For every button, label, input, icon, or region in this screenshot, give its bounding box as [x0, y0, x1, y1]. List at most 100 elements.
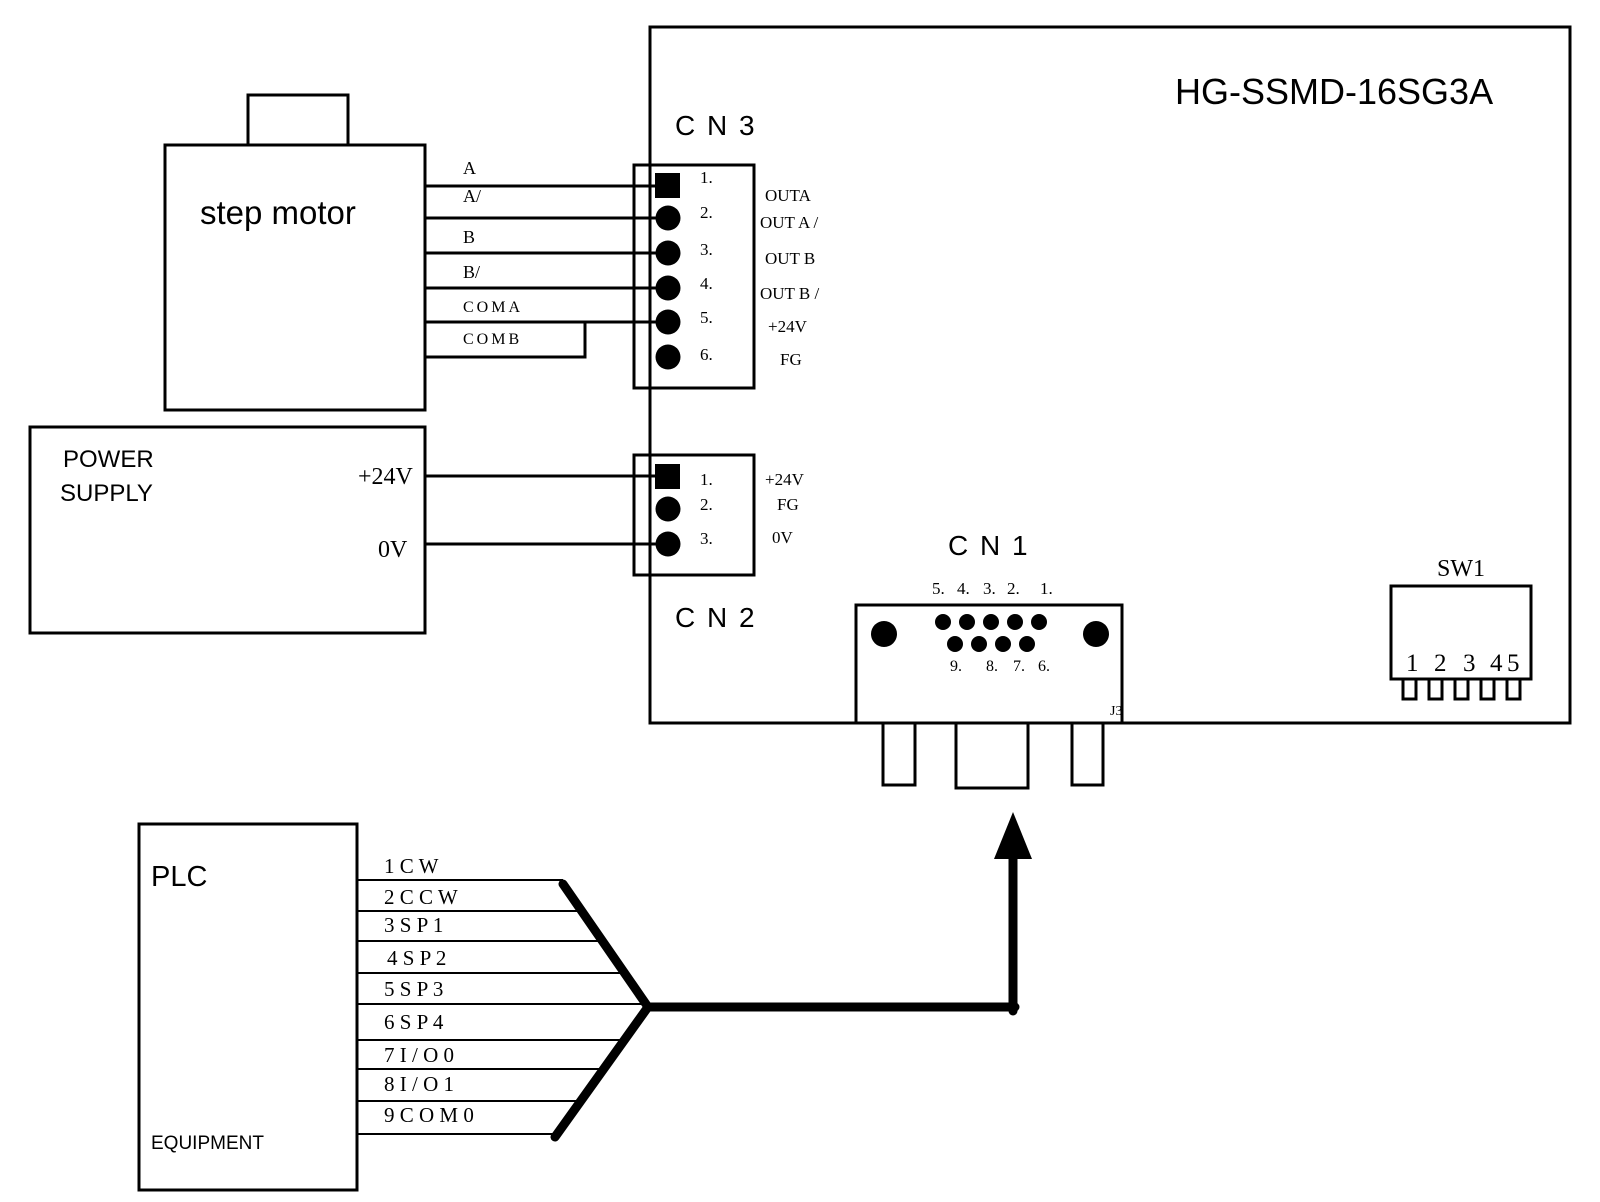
- sw1-toggle-2: [1427, 677, 1444, 701]
- cn1-mount-hole-right: [1083, 621, 1109, 647]
- cn1-center-shell: [954, 723, 1030, 790]
- cn2-title: C N 2: [675, 602, 757, 633]
- plc-equipment: PLC EQUIPMENT 1 C W 2 C C W 3 S P 1 4 S …: [137, 822, 648, 1192]
- cn1-title: C N 1: [948, 530, 1030, 561]
- motor-label: step motor: [200, 194, 356, 231]
- power-supply-plus-label: +24V: [358, 464, 414, 490]
- sw1-switch: SW1 1 2 3 4 5: [1389, 556, 1533, 701]
- step-motor: step motor: [163, 93, 427, 412]
- bundle-upper-leg: [558, 879, 653, 1012]
- cn1-pin-3-dot: [983, 614, 999, 630]
- cn1-pin-9-dot: [947, 636, 963, 652]
- sw1-toggle-5: [1505, 677, 1522, 701]
- motor-wire-label-comb: COMB: [463, 331, 522, 348]
- cn1-connector: C N 1 5. 4. 3. 2. 1. 9. 8. 7. 6. J3: [854, 530, 1124, 790]
- cn1-pin-4-number: 4.: [957, 579, 970, 598]
- power-supply-box: [28, 425, 427, 635]
- sw1-toggle-1: [1401, 677, 1418, 701]
- cn3-pin-6-dot: [655, 344, 681, 370]
- cn3-signal-fg: FG: [780, 350, 802, 369]
- power-supply: POWER SUPPLY +24V 0V: [28, 425, 668, 635]
- motor-wire-label-coma: COMA: [463, 299, 523, 316]
- plc-signal-6: 6 S P 4: [384, 1010, 444, 1034]
- cn1-pin-6-dot: [1019, 636, 1035, 652]
- motor-wire-label-a-bar: A/: [463, 186, 481, 206]
- cn3-pin-5-dot: [655, 309, 681, 335]
- cn1-pin-7-dot: [995, 636, 1011, 652]
- cn3-signal-24v: +24V: [768, 317, 808, 336]
- wire-comb: [425, 322, 587, 359]
- sw1-position-2: 2: [1434, 650, 1447, 677]
- plc-signal-9: 9 C O M 0: [384, 1103, 474, 1127]
- cn3-pin-5-number: 5.: [700, 308, 713, 327]
- motor-body: [163, 143, 427, 412]
- plc-box: [137, 822, 359, 1192]
- cn1-housing: [854, 603, 1124, 725]
- cn3-signal-outa: OUTA: [765, 186, 812, 205]
- board-model-label: HG-SSMD-16SG3A: [1175, 71, 1493, 112]
- cn1-pin-4-dot: [959, 614, 975, 630]
- cn3-title: C N 3: [675, 110, 757, 141]
- cn3-pin-6-number: 6.: [700, 345, 713, 364]
- cn1-pin-5-dot: [935, 614, 951, 630]
- board-outline: [648, 25, 1572, 725]
- cn3-pin-4-dot: [655, 275, 681, 301]
- cn2-housing: [632, 453, 756, 577]
- cn3-signal-outa-bar: OUT A /: [760, 213, 819, 232]
- cn1-pin-8-dot: [971, 636, 987, 652]
- motor-wire-label-b-bar: B/: [463, 262, 480, 282]
- cn2-pin-2-number: 2.: [700, 495, 713, 514]
- power-supply-zero-label: 0V: [378, 537, 408, 563]
- cn3-pin-4-number: 4.: [700, 274, 713, 293]
- cn1-pin-5-number: 5.: [932, 579, 945, 598]
- cn3-pin-1-number: 1.: [700, 168, 713, 187]
- plc-signal-8: 8 I / O 1: [384, 1072, 454, 1096]
- sw1-position-5: 5: [1507, 650, 1520, 677]
- plc-signal-1: 1 C W: [384, 854, 439, 878]
- cn1-pin-2-dot: [1007, 614, 1023, 630]
- plc-signal-5: 5 S P 3: [384, 977, 443, 1001]
- cn2-connector: 1. 2. 3. +24V FG 0V C N 2: [632, 453, 805, 633]
- bundle-lower-leg: [550, 1002, 653, 1142]
- plc-signal-4: 4 S P 2: [387, 946, 446, 970]
- cn3-pin-2-dot: [655, 205, 681, 231]
- cn1-ref-label: J3: [1110, 704, 1122, 719]
- sw1-position-1: 1: [1406, 650, 1419, 677]
- cn2-pin-2-dot: [655, 496, 681, 522]
- power-supply-label-line1: POWER: [63, 446, 154, 473]
- cn2-signal-0v: 0V: [772, 528, 794, 547]
- plc-footer-label: EQUIPMENT: [151, 1133, 264, 1154]
- cn3-pin-2-number: 2.: [700, 203, 713, 222]
- cn2-pin-1-square: [655, 464, 680, 489]
- motor-shaft: [246, 93, 350, 147]
- cn3-pin-3-dot: [655, 240, 681, 266]
- cn3-housing: [632, 163, 756, 390]
- plc-signal-2: 2 C C W: [384, 885, 458, 909]
- cn3-pin-3-number: 3.: [700, 240, 713, 259]
- arrow-to-cn1-icon: [994, 812, 1032, 859]
- cn1-pin-1-number: 1.: [1040, 579, 1053, 598]
- plc-signal-7: 7 I / O 0: [384, 1043, 454, 1067]
- cn2-pin-1-number: 1.: [700, 470, 713, 489]
- sw1-toggle-3: [1453, 677, 1470, 701]
- sw1-position-3: 3: [1463, 650, 1476, 677]
- cn1-pin-9-number: 9.: [950, 658, 962, 675]
- cn1-pin-7-number: 7.: [1013, 658, 1025, 675]
- driver-board: HG-SSMD-16SG3A: [648, 25, 1572, 725]
- cn3-signal-outb: OUT B: [765, 249, 815, 268]
- cn1-mount-hole-left: [871, 621, 897, 647]
- cn1-pin-3-number: 3.: [983, 579, 996, 598]
- cn2-signal-fg: FG: [777, 495, 799, 514]
- motor-wire-label-b: B: [463, 227, 475, 247]
- sw1-title: SW1: [1437, 556, 1485, 582]
- cn1-left-leg: [881, 723, 917, 787]
- cn2-pin-3-dot: [655, 531, 681, 557]
- cn1-pin-2-number: 2.: [1007, 579, 1020, 598]
- cn1-pin-8-number: 8.: [986, 658, 998, 675]
- motor-wire-labels: A A/ B B/ COMA COMB: [463, 158, 523, 348]
- cn1-pin-6-number: 6.: [1038, 658, 1050, 675]
- plc-signal-3: 3 S P 1: [384, 913, 443, 937]
- sw1-position-4: 4: [1490, 650, 1503, 677]
- cn2-pin-3-number: 3.: [700, 529, 713, 548]
